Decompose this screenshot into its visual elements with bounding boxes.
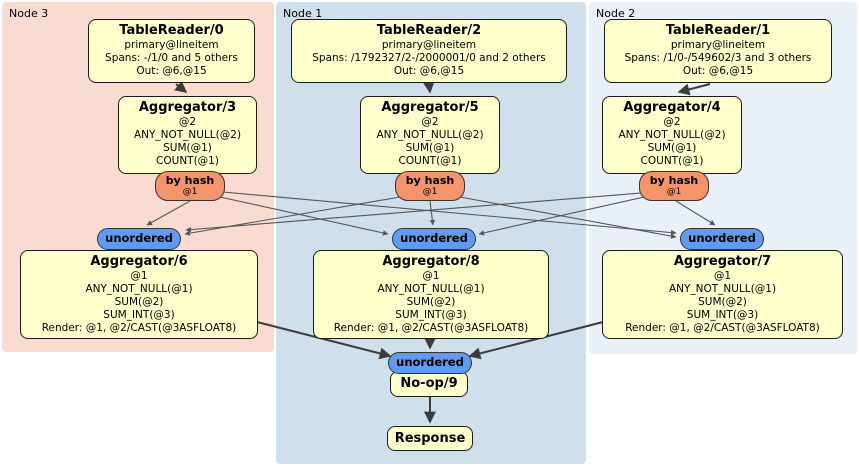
processor-detail: Out: @6,@15 [682,65,754,77]
sync-unordered-node2: unordered [680,228,764,250]
processor-detail: @1 [713,270,732,282]
processor-detail: Out: @6,@15 [393,65,465,77]
edge-tr0-agg3 [174,80,188,93]
edge-tr1-agg4 [677,83,711,96]
processor-aggregator-6: Aggregator/6 @1 ANY_NOT_NULL(@1) SUM(@2)… [20,250,258,339]
sync-label: unordered [688,231,756,245]
edge-agg6-unofinal [256,321,392,360]
edge-hash5-uno2 [459,196,677,239]
edge-hash3-uno2 [222,191,677,236]
processor-detail: SUM_INT(@3) [395,309,467,321]
processor-detail: primary@lineitem [381,39,477,51]
edge-hash4-uno2 [675,200,716,226]
sync-label: unordered [396,355,464,369]
processor-detail: ANY_NOT_NULL(@1) [377,283,485,295]
processor-detail: Spans: /1792327/2-/2000001/0 and 2 other… [312,52,546,64]
processor-detail: SUM(@1) [163,142,212,154]
processor-detail: Spans: /1/0-/549602/3 and 3 others [624,52,812,64]
edge-hash5-uno1 [429,200,436,226]
processor-title: TableReader/0 [119,23,224,38]
router-columns: @1 [182,187,198,197]
processor-tablereader-2: TableReader/2 primary@lineitem Spans: /1… [291,19,567,83]
processor-detail: @2 [663,116,681,128]
processor-detail: Render: @1, @2/CAST(@3ASFLOAT8) [41,322,237,334]
processor-detail: ANY_NOT_NULL(@2) [376,129,484,141]
processor-detail: ANY_NOT_NULL(@2) [133,129,242,141]
processor-detail: Render: @1, @2/CAST(@3ASFLOAT8) [625,322,820,334]
processor-tablereader-1: TableReader/1 primary@lineitem Spans: /1… [604,19,832,83]
processor-detail: ANY_NOT_NULL(@1) [85,283,193,295]
processor-detail: ANY_NOT_NULL(@2) [618,129,726,141]
edge-tr2-agg5 [422,80,435,94]
processor-title: Aggregator/5 [381,100,479,115]
processor-title: TableReader/1 [665,23,771,38]
processor-detail: COUNT(@1) [398,155,462,167]
processor-detail: Out: @6,@15 [136,65,207,77]
processor-aggregator-5: Aggregator/5 @2 ANY_NOT_NULL(@2) SUM(@1)… [360,96,500,174]
processor-title: Aggregator/8 [382,254,480,269]
processor-detail: SUM(@2) [698,296,747,308]
edge-agg7-unofinal [468,321,604,360]
router-label: by hash [165,174,215,187]
processor-aggregator-7: Aggregator/7 @1 ANY_NOT_NULL(@1) SUM(@2)… [602,250,843,339]
router-by-hash-node2: by hash @1 [639,171,709,201]
processor-detail: @1 [130,270,148,282]
processor-title: Aggregator/7 [673,254,772,269]
edge-hash4-uno3 [185,192,642,233]
processor-title: Aggregator/4 [623,100,721,115]
processor-aggregator-3: Aggregator/3 @2 ANY_NOT_NULL(@2) SUM(@1)… [118,96,257,174]
processor-title: Aggregator/6 [90,254,188,269]
processor-detail: SUM(@1) [647,142,697,154]
processor-detail: SUM_INT(@3) [686,309,759,321]
sync-label: unordered [400,231,468,245]
processor-title: TableReader/2 [376,23,482,38]
processor-detail: COUNT(@1) [156,155,219,167]
processor-detail: ANY_NOT_NULL(@1) [668,283,777,295]
router-label: by hash [405,174,455,187]
node-label: Node 2 [596,7,636,20]
response-box: Response [387,426,473,451]
processor-title: Aggregator/3 [138,100,237,115]
router-by-hash-node1: by hash @1 [395,171,465,201]
processor-aggregator-8: Aggregator/8 @1 ANY_NOT_NULL(@1) SUM(@2)… [313,250,549,339]
sync-unordered-final: unordered [388,352,472,374]
processor-detail: @2 [421,116,439,128]
processor-detail: Spans: -/1/0 and 5 others [105,52,238,64]
processor-detail: SUM(@2) [406,296,456,308]
processor-detail: SUM_INT(@3) [103,309,175,321]
processor-aggregator-4: Aggregator/4 @2 ANY_NOT_NULL(@2) SUM(@1)… [602,96,742,174]
processor-detail: @1 [422,270,440,282]
processor-detail: SUM(@2) [114,296,164,308]
processor-noop-9: No-op/9 [390,371,468,397]
edge-hash3-uno1 [219,196,389,236]
processor-detail: @2 [178,116,197,128]
processor-title: No-op/9 [400,376,458,391]
sync-label: unordered [105,231,173,245]
processor-detail: Render: @1, @2/CAST(@3ASFLOAT8) [333,322,529,334]
edge-hash5-uno3 [184,196,401,236]
router-columns: @1 [666,187,682,197]
node-label: Node 1 [283,7,323,20]
processor-tablereader-0: TableReader/0 primary@lineitem Spans: -/… [88,19,255,83]
router-columns: @1 [422,187,438,197]
sync-unordered-node3: unordered [97,228,181,250]
response-title: Response [394,431,466,446]
node-label: Node 3 [9,7,49,20]
sync-unordered-node1: unordered [392,228,476,250]
edge-hash4-uno1 [478,196,645,236]
router-by-hash-node3: by hash @1 [155,171,225,201]
processor-detail: primary@lineitem [670,39,766,51]
edge-hash3-uno3 [146,200,191,226]
router-label: by hash [649,174,699,187]
processor-detail: primary@lineitem [124,39,219,51]
processor-detail: COUNT(@1) [640,155,704,167]
processor-detail: SUM(@1) [405,142,455,154]
